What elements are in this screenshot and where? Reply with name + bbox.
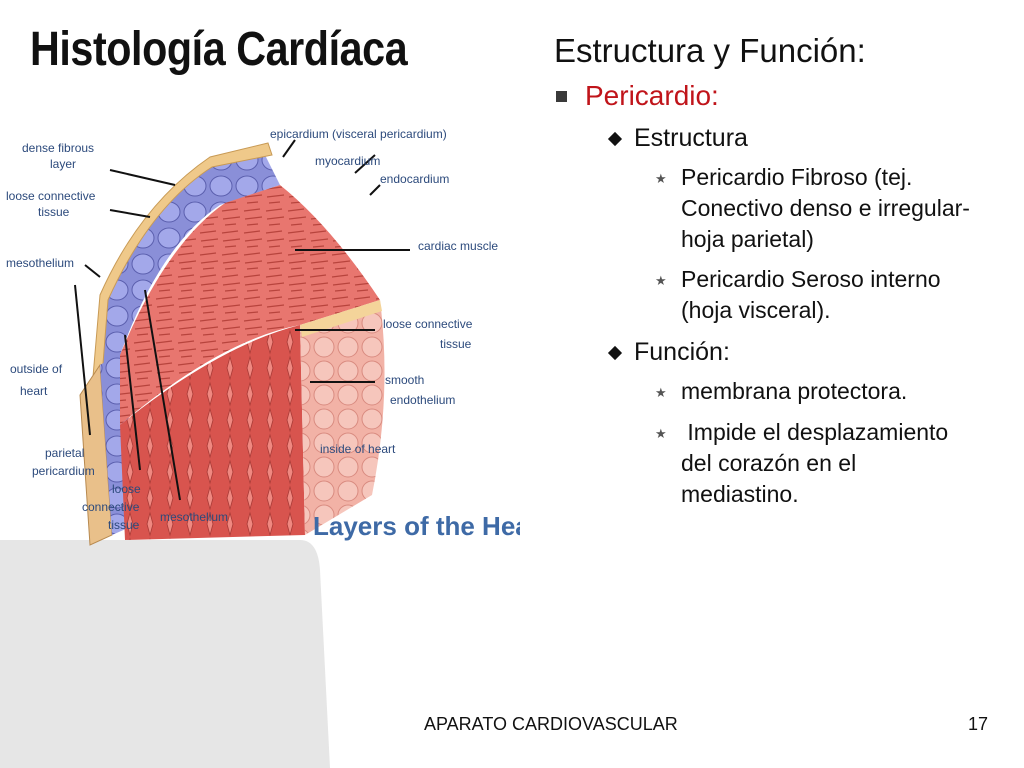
fibrous-layer: [87, 142, 273, 441]
star-bullet-icon: ★: [655, 385, 667, 400]
label-myocardium: myocardium: [315, 154, 380, 168]
label-tissue: tissue: [108, 518, 140, 532]
label-mesothelium-left: mesothelium: [6, 256, 74, 270]
label-loose-connective-right: loose connective: [383, 317, 473, 331]
diamond-bullet-icon: [607, 345, 623, 360]
label-heart: heart: [20, 384, 48, 398]
label-tissue-right: tissue: [440, 337, 472, 351]
list-item: ★ membrana protectora.: [655, 376, 994, 408]
list-item-text: membrana protectora.: [681, 378, 908, 404]
star-bullet-icon: ★: [655, 273, 667, 288]
label-inside-of-heart: inside of heart: [320, 442, 396, 456]
heart-layers-diagram: dense fibrous layer loose connective tis…: [6, 127, 520, 546]
figure-caption: Layers of the Heart: [313, 511, 520, 541]
label-cardiac-muscle: cardiac muscle: [418, 239, 498, 253]
slide-content: Estructura y Función: Pericardio: Estruc…: [554, 32, 994, 510]
list-item: ★ Impide el desplazamiento del corazón e…: [655, 417, 994, 510]
slide-corner-decoration: [0, 540, 330, 768]
label-smooth: smooth: [385, 373, 424, 387]
square-bullet-icon: [556, 90, 567, 102]
list-item-text: Pericardio Seroso interno (hoja visceral…: [681, 266, 941, 323]
bullet-pericardio-text: Pericardio:: [585, 80, 719, 111]
label-connective: connective: [82, 500, 140, 514]
bullet-estructura-text: Estructura: [634, 124, 748, 152]
label-outside-of: outside of: [10, 362, 63, 376]
list-item-text: Impide el desplazamiento del corazón en …: [681, 419, 955, 507]
endocardium-side: [300, 300, 385, 535]
subtitle: Estructura y Función:: [554, 32, 866, 69]
list-item: ★ Pericardio Fibroso (tej. Conectivo den…: [655, 162, 994, 255]
label-dense-fibrous: dense fibrous: [22, 141, 94, 155]
page-number: 17: [968, 714, 989, 734]
label-loose-connective: loose connective: [6, 189, 96, 203]
label-dense-fibrous-layer: layer: [50, 157, 76, 171]
label-endocardium: endocardium: [380, 172, 449, 186]
label-mesothelium-bottom: mesothelium: [160, 510, 228, 524]
bullet-funcion: Función:: [607, 338, 994, 367]
myocardium-front: [120, 325, 305, 540]
label-pericardium: pericardium: [32, 464, 95, 478]
list-item-text: Pericardio Fibroso (tej. Conectivo denso…: [681, 164, 970, 252]
myocardium-top: [120, 185, 380, 425]
label-epicardium: epicardium (visceral pericardium): [270, 127, 447, 141]
diamond-bullet-icon: [607, 131, 623, 146]
bullet-estructura: Estructura: [607, 124, 994, 153]
bullet-pericardio: Pericardio:: [554, 80, 994, 112]
label-endothelium: endothelium: [390, 393, 455, 407]
bullet-funcion-text: Función:: [634, 338, 730, 366]
label-loose: loose: [112, 482, 141, 496]
slide-title: Histología Cardíaca: [30, 23, 408, 76]
star-bullet-icon: ★: [655, 171, 667, 186]
footer-title: APARATO CARDIOVASCULAR: [424, 714, 678, 734]
label-loose-connective-tissue: tissue: [38, 205, 70, 219]
label-parietal: parietal: [45, 446, 84, 460]
star-bullet-icon: ★: [655, 426, 667, 441]
list-item: ★ Pericardio Seroso interno (hoja viscer…: [655, 264, 994, 326]
